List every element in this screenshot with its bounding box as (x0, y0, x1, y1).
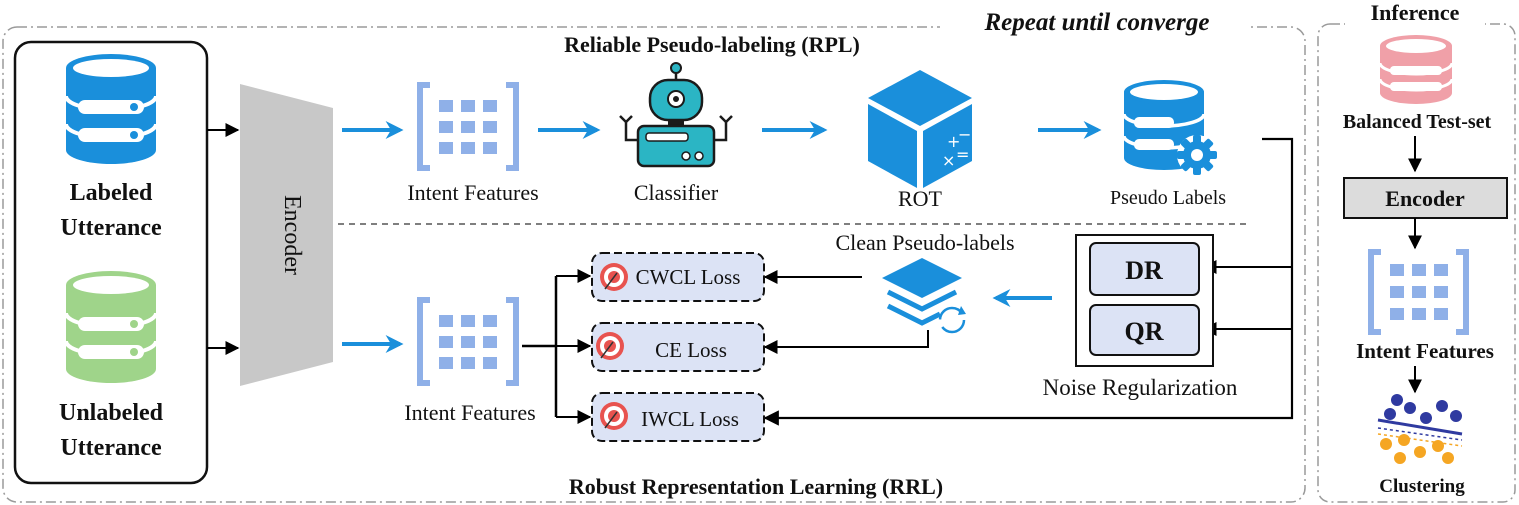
rpl-intent-features-icon (417, 82, 519, 171)
rpl-intent-features-label: Intent Features (407, 180, 538, 205)
rrl-intent-features-label: Intent Features (404, 400, 535, 425)
rot-label: ROT (898, 186, 943, 211)
clustering-icon (1377, 394, 1463, 464)
refresh-icon (938, 306, 966, 334)
clean-pseudo-labels-label: Clean Pseudo-labels (835, 230, 1014, 255)
qr-label: QR (1125, 317, 1164, 346)
input-panel (13, 40, 209, 485)
target-icon (596, 332, 624, 360)
inference-encoder-box (1343, 177, 1508, 219)
rrl-title: Robust Representation Learning (RRL) (569, 474, 943, 499)
balanced-test-set-label: Balanced Test-set (1343, 111, 1492, 133)
svg-text:=: = (956, 145, 969, 164)
target-icon (600, 263, 628, 291)
unlabeled-utterance-line1: Unlabeled (59, 400, 164, 426)
loss-box-ce: CE Loss (591, 322, 765, 372)
dr-label: DR (1125, 256, 1163, 285)
inference-encoder-label: Encoder (1385, 186, 1465, 211)
inference-title: Inference (1371, 0, 1460, 25)
loss-box-cwcl: CWCL Loss (591, 252, 765, 302)
loss-label: CWCL Loss (636, 265, 741, 289)
rrl-intent-features-icon (417, 297, 519, 386)
unlabeled-utterance-line2: Utterance (60, 435, 162, 461)
noise-regularization-label: Noise Regularization (1043, 375, 1238, 400)
training-frame (2, 26, 1306, 503)
encoder-block (240, 84, 333, 386)
labeled-database-icon (64, 54, 158, 164)
pseudo-label-feedback-line (763, 137, 1294, 426)
pseudo-labels-label: Pseudo Labels (1110, 187, 1226, 209)
target-icon (600, 402, 628, 430)
clustering-label: Clustering (1379, 476, 1465, 497)
encoder-label: Encoder (279, 195, 305, 275)
robot-icon (619, 62, 733, 168)
loss-label: CE Loss (655, 338, 727, 362)
inference-intent-features-label: Intent Features (1356, 339, 1494, 363)
labeled-utterance-line2: Utterance (60, 215, 162, 241)
svg-text:×: × (942, 151, 955, 170)
unlabeled-database-icon (64, 271, 158, 383)
layers-icon (882, 258, 962, 326)
dr-box (1089, 242, 1200, 296)
classifier-label: Classifier (634, 180, 719, 205)
test-set-database-icon (1378, 35, 1454, 104)
loss-box-iwcl: IWCL Loss (591, 392, 765, 442)
svg-text:−: − (958, 125, 971, 144)
repeat-note: Repeat until converge (984, 9, 1210, 36)
inference-intent-features-icon (1368, 249, 1469, 335)
rot-cube-icon: + − × = (868, 70, 972, 188)
gear-icon (1177, 135, 1217, 175)
qr-box (1089, 304, 1200, 356)
rpl-title: Reliable Pseudo-labeling (RPL) (564, 32, 860, 57)
svg-text:+: + (947, 132, 960, 151)
pseudo-labels-database-icon (1122, 80, 1206, 170)
labeled-utterance-line1: Labeled (70, 180, 153, 206)
loss-label: IWCL Loss (641, 407, 739, 431)
